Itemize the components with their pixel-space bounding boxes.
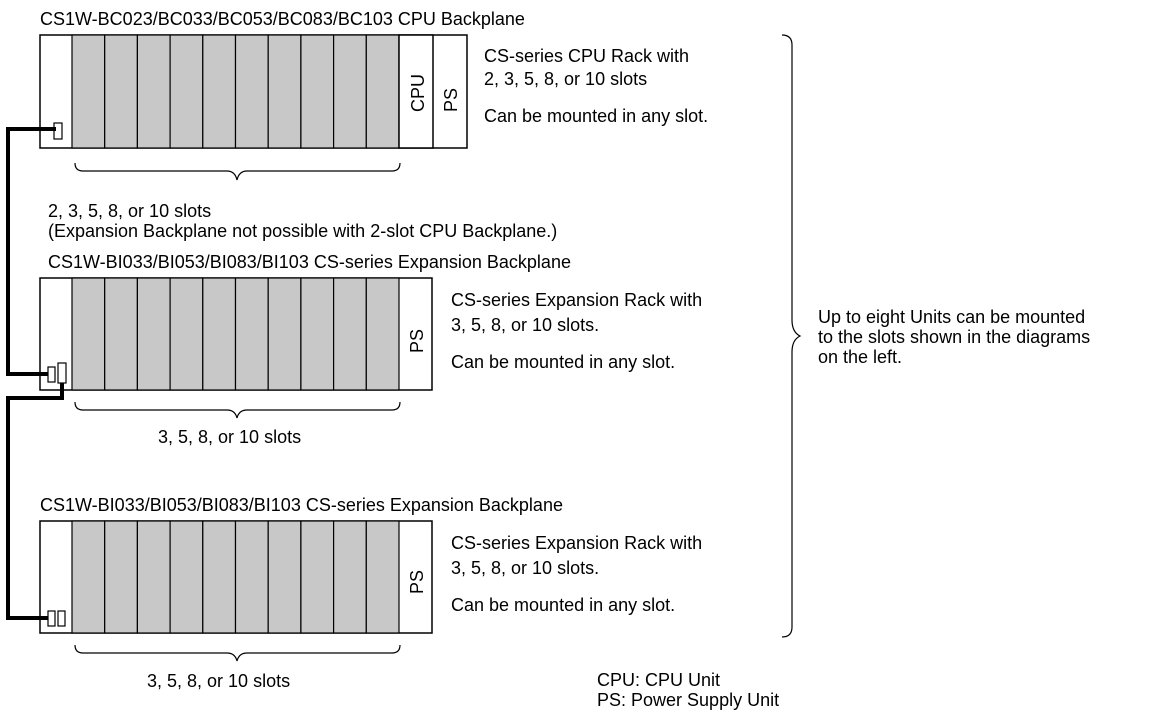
expansion-2-slots-label: 3, 5, 8, or 10 slots xyxy=(147,671,290,691)
cpu-rack-desc-line1: CS-series CPU Rack with xyxy=(484,46,689,66)
expansion-1-connector-in xyxy=(47,366,56,383)
expansion-2-unit-slot xyxy=(300,520,335,634)
cpu-unit-slot xyxy=(365,34,400,149)
expansion-1-ps-label: PS xyxy=(407,329,427,353)
cpu-unit-slot xyxy=(333,34,367,149)
cpu-backplane-title: CS1W-BC023/BC033/BC053/BC083/BC103 CPU B… xyxy=(40,9,525,29)
cpu-unit-label: CPU xyxy=(408,74,428,112)
expansion-2-unit-slot xyxy=(333,520,367,634)
expansion-2-desc-line3: Can be mounted in any slot. xyxy=(451,595,675,615)
expansion-2-unit-slot xyxy=(365,520,400,634)
expansion-2-unit-slot xyxy=(71,520,106,634)
expansion-backplane-1: PS xyxy=(39,277,433,391)
expansion-2-unit-slot xyxy=(234,520,269,634)
summary-line3: on the left. xyxy=(818,347,902,367)
expansion-1-unit-slot xyxy=(234,277,269,391)
cpu-unit-slot xyxy=(136,34,171,149)
expansion-1-unit-slot xyxy=(267,277,302,391)
expansion-1-unit-slot xyxy=(365,277,400,391)
expansion-1-unit-slot xyxy=(333,277,367,391)
cpu-unit-slot xyxy=(267,34,302,149)
expansion-2-unit-slot xyxy=(202,520,237,634)
summary-line1: Up to eight Units can be mounted xyxy=(818,307,1085,327)
expansion-1-unit-slot xyxy=(104,277,138,391)
cpu-backplane-slots xyxy=(71,34,400,149)
cpu-ps-label: PS xyxy=(441,88,461,112)
expansion-backplane-1-title: CS1W-BI033/BI053/BI083/BI103 CS-series E… xyxy=(48,252,571,272)
expansion-2-desc-line2: 3, 5, 8, or 10 slots. xyxy=(451,558,599,578)
expansion-2-slots-brace xyxy=(74,644,401,662)
legend-cpu: CPU: CPU Unit xyxy=(597,670,720,690)
expansion-2-ps-label: PS xyxy=(407,570,427,594)
cable-expansion-1-to-expansion-2 xyxy=(6,383,64,620)
cpu-backplane: CPU PS xyxy=(39,34,468,149)
expansion-1-unit-slot xyxy=(300,277,335,391)
expansion-1-connector-out xyxy=(57,362,67,384)
expansion-1-slots-label: 3, 5, 8, or 10 slots xyxy=(158,427,301,447)
legend-ps: PS: Power Supply Unit xyxy=(597,690,779,710)
expansion-2-unit-slot xyxy=(104,520,138,634)
expansion-1-unit-slot xyxy=(136,277,171,391)
expansion-1-slots xyxy=(71,277,400,391)
expansion-1-unit-slot xyxy=(71,277,106,391)
expansion-backplane-2-title: CS1W-BI033/BI053/BI083/BI103 CS-series E… xyxy=(40,495,563,515)
cpu-slots-note: (Expansion Backplane not possible with 2… xyxy=(48,221,557,241)
cpu-unit-slot xyxy=(169,34,204,149)
cpu-slots-brace xyxy=(74,162,401,181)
expansion-2-unit-slot xyxy=(136,520,171,634)
expansion-2-unit-slot xyxy=(169,520,204,634)
summary-brace xyxy=(781,34,802,638)
cpu-unit-slot xyxy=(202,34,237,149)
expansion-2-connector-out xyxy=(57,610,66,627)
expansion-1-desc-line1: CS-series Expansion Rack with xyxy=(451,290,702,310)
expansion-1-desc-line2: 3, 5, 8, or 10 slots. xyxy=(451,315,599,335)
cpu-unit-slot xyxy=(300,34,335,149)
expansion-2-desc-line1: CS-series Expansion Rack with xyxy=(451,533,702,553)
expansion-2-unit-slot xyxy=(267,520,302,634)
cpu-unit-slot xyxy=(234,34,269,149)
expansion-2-connector-in xyxy=(47,610,56,627)
cpu-rack-desc-line3: Can be mounted in any slot. xyxy=(484,106,708,126)
cpu-unit-slot xyxy=(398,34,434,149)
expansion-2-slots xyxy=(71,520,400,634)
summary-line2: to the slots shown in the diagrams xyxy=(818,327,1090,347)
cable-cpu-to-expansion-1 xyxy=(6,127,56,376)
cpu-unit-slot xyxy=(71,34,106,149)
expansion-1-unit-slot xyxy=(202,277,237,391)
cpu-rack-desc-line2: 2, 3, 5, 8, or 10 slots xyxy=(484,69,647,89)
cpu-slots-label: 2, 3, 5, 8, or 10 slots xyxy=(48,201,211,221)
expansion-1-desc-line3: Can be mounted in any slot. xyxy=(451,352,675,372)
expansion-1-unit-slot xyxy=(169,277,204,391)
expansion-1-slots-brace xyxy=(74,401,401,419)
expansion-backplane-2: PS xyxy=(39,520,433,634)
cpu-unit-slot xyxy=(104,34,138,149)
